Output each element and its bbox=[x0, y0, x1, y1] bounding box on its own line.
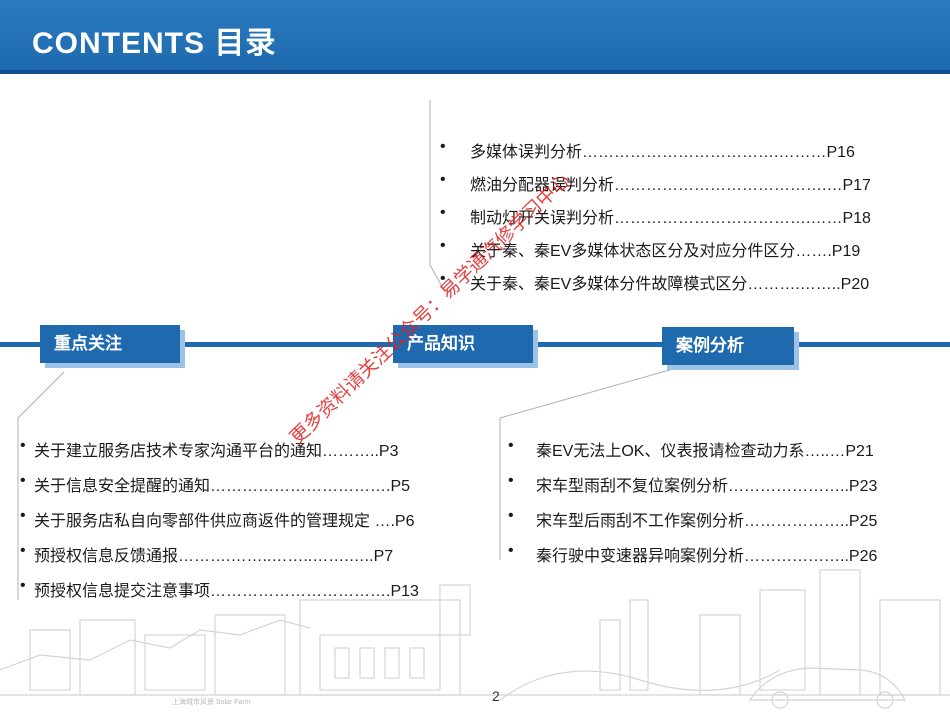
section-tag-case: 案例分析 bbox=[662, 327, 794, 365]
list-item: • 预授权信息提交注意事项…………………………….P13 bbox=[20, 577, 419, 612]
bullet-icon: • bbox=[508, 507, 514, 524]
list-item-text: 预授权信息提交注意事项…………………………….P13 bbox=[34, 583, 419, 600]
focus-list: • 关于建立服务店技术专家沟通平台的通知………..P3 • 关于信息安全提醒的通知…… bbox=[20, 437, 419, 612]
list-item-text: 预授权信息反馈通报……….……..……..…….…..P7 bbox=[34, 548, 394, 565]
list-item-text: 关于建立服务店技术专家沟通平台的通知………..P3 bbox=[34, 443, 399, 460]
bullet-icon: • bbox=[20, 437, 26, 454]
list-item-text: 秦EV无法上OK、仪表报请检查动力系…..…P21 bbox=[536, 443, 874, 460]
bullet-icon: • bbox=[20, 577, 26, 594]
bullet-icon: • bbox=[508, 437, 514, 454]
bullet-icon: • bbox=[440, 138, 446, 155]
list-item-text: 制动灯开关误判分析……………………………….……P18 bbox=[470, 210, 871, 227]
list-item-text: 燃油分配器误判分析………………………………….…P17 bbox=[470, 177, 871, 194]
watermark-text: 更多资料请关注公众号：易学通汽修学习中心 bbox=[286, 169, 575, 449]
list-item: • 燃油分配器误判分析………………………………….…P17 bbox=[440, 171, 871, 204]
page-title: CONTENTS 目录 bbox=[32, 27, 277, 60]
section-tag-focus: 重点关注 bbox=[40, 325, 180, 363]
header-rule bbox=[0, 70, 950, 74]
header-bar bbox=[0, 0, 950, 70]
bullet-icon: • bbox=[440, 171, 446, 188]
list-item: • 关于秦、秦EV多媒体分件故障模式区分……….……..P20 bbox=[440, 270, 871, 303]
page-number: 2 bbox=[492, 688, 500, 704]
list-item-text: 关于秦、秦EV多媒体状态区分及对应分件区分…….P19 bbox=[470, 243, 861, 260]
list-item-text: 关于信息安全提醒的通知…………………………….P5 bbox=[34, 478, 411, 495]
bullet-icon: • bbox=[508, 542, 514, 559]
list-item-text: 关于服务店私自向零部件供应商返件的管理规定 ….P6 bbox=[34, 513, 415, 530]
list-item: • 秦行驶中变速器异响案例分析………………..P26 bbox=[508, 542, 877, 577]
product-list: • 多媒体误判分析……………………………….………P16 • 燃油分配器误判分析……… bbox=[440, 138, 871, 303]
list-item-text: 宋车型雨刮不复位案例分析…………………..P23 bbox=[536, 478, 878, 495]
list-item-text: 宋车型后雨刮不工作案例分析………………..P25 bbox=[536, 513, 878, 530]
list-item: • 宋车型后雨刮不工作案例分析………………..P25 bbox=[508, 507, 877, 542]
list-item: • 关于建立服务店技术专家沟通平台的通知………..P3 bbox=[20, 437, 419, 472]
section-tag-product: 产品知识 bbox=[393, 325, 533, 363]
list-item: • 多媒体误判分析……………………………….………P16 bbox=[440, 138, 871, 171]
cityscape-illustration bbox=[0, 569, 950, 709]
bullet-icon: • bbox=[20, 507, 26, 524]
list-item-text: 秦行驶中变速器异响案例分析………………..P26 bbox=[536, 548, 878, 565]
list-item-text: 多媒体误判分析……………………………….………P16 bbox=[470, 144, 855, 161]
list-item: • 宋车型雨刮不复位案例分析…………………..P23 bbox=[508, 472, 877, 507]
bullet-icon: • bbox=[20, 542, 26, 559]
list-item: • 关于信息安全提醒的通知…………………………….P5 bbox=[20, 472, 419, 507]
list-item: • 关于服务店私自向零部件供应商返件的管理规定 ….P6 bbox=[20, 507, 419, 542]
bullet-icon: • bbox=[440, 237, 446, 254]
bullet-icon: • bbox=[440, 270, 446, 287]
list-item-text: 关于秦、秦EV多媒体分件故障模式区分……….……..P20 bbox=[470, 276, 870, 293]
list-item: • 预授权信息反馈通报……….……..……..…….…..P7 bbox=[20, 542, 419, 577]
bullet-icon: • bbox=[440, 204, 446, 221]
list-item: • 制动灯开关误判分析……………………………….……P18 bbox=[440, 204, 871, 237]
bullet-icon: • bbox=[508, 472, 514, 489]
list-item: • 关于秦、秦EV多媒体状态区分及对应分件区分…….P19 bbox=[440, 237, 871, 270]
list-item: • 秦EV无法上OK、仪表报请检查动力系…..…P21 bbox=[508, 437, 877, 472]
bullet-icon: • bbox=[20, 472, 26, 489]
case-list: • 秦EV无法上OK、仪表报请检查动力系…..…P21 • 宋车型雨刮不复位案例分析… bbox=[508, 437, 877, 577]
footer-logo: 上海城市风景 Solar Farm bbox=[172, 699, 251, 706]
